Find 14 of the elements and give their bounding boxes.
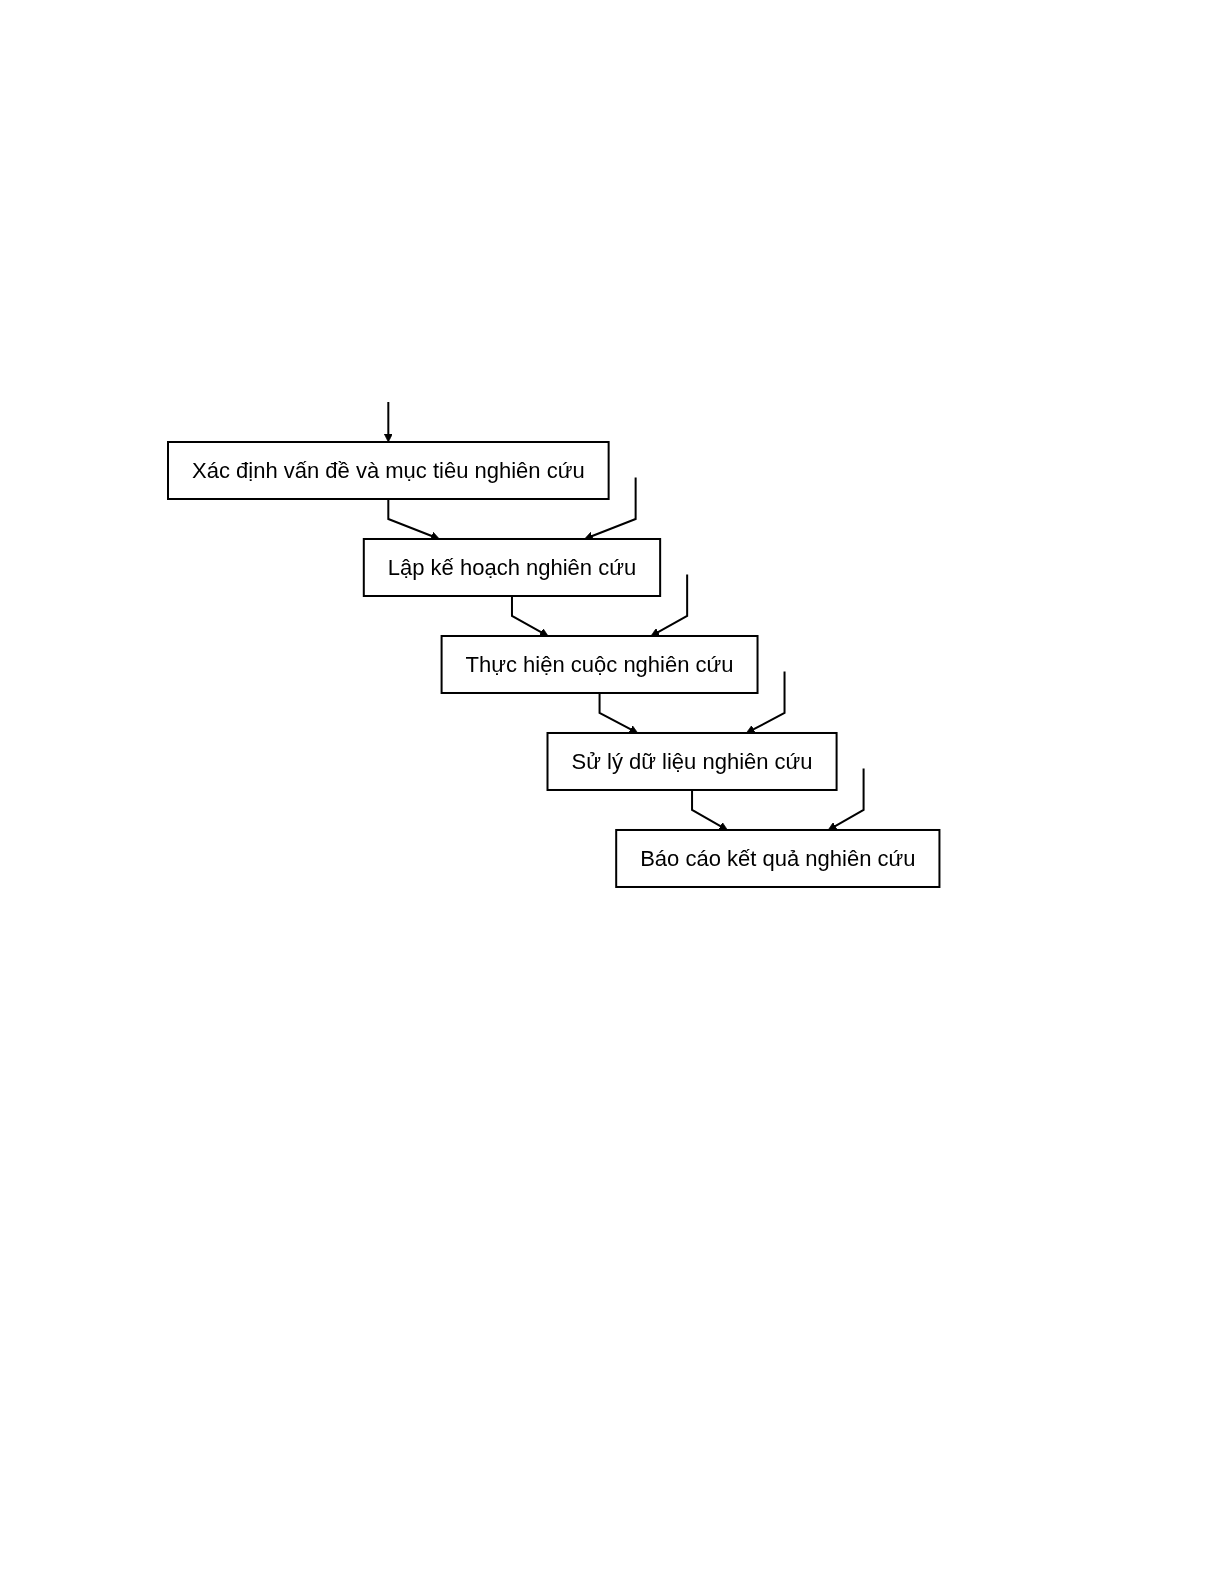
node-box: Xác định vấn đề và mục tiêu nghiên cứu <box>167 441 610 500</box>
node-box: Báo cáo kết quả nghiên cứu <box>615 829 941 888</box>
arrow <box>691 789 728 831</box>
arrow <box>746 670 786 734</box>
node-box: Thực hiện cuộc nghiên cứu <box>440 635 759 694</box>
arrow <box>650 573 689 637</box>
arrow <box>511 595 549 637</box>
arrow <box>827 767 865 831</box>
arrow <box>383 401 393 443</box>
node-box: Sử lý dữ liệu nghiên cứu <box>546 732 838 791</box>
arrow <box>387 498 440 541</box>
arrow <box>584 476 637 541</box>
arrow <box>598 692 639 734</box>
node-box: Lập kế hoạch nghiên cứu <box>362 538 662 597</box>
